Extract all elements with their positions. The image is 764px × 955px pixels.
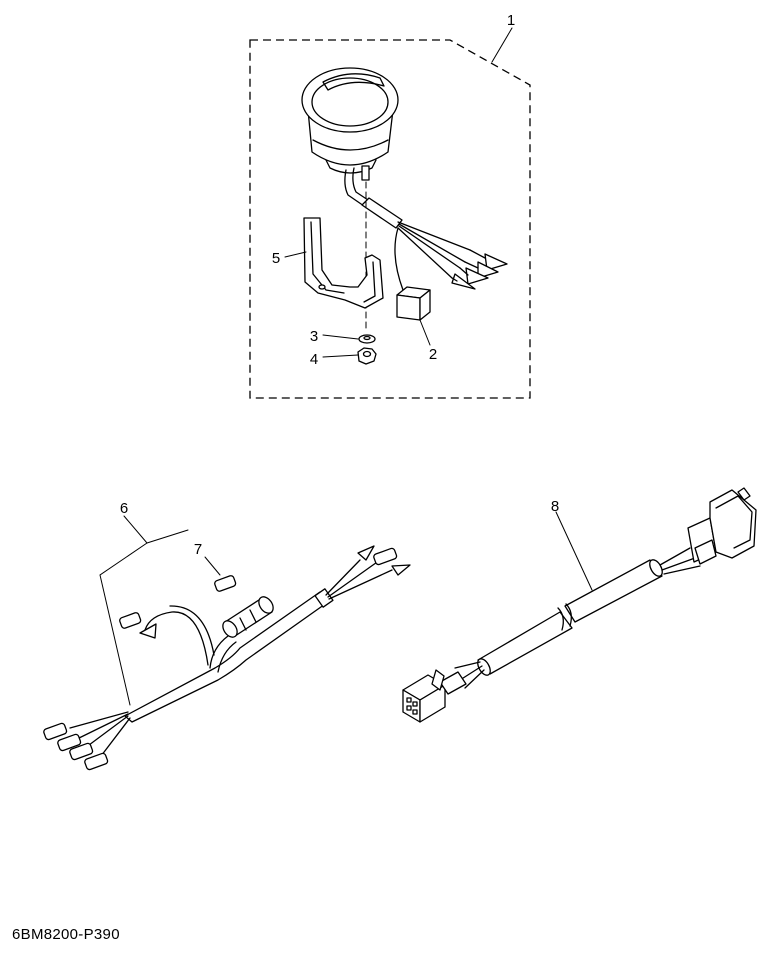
meter-assembly-group	[249, 27, 531, 399]
washer-part-3	[358, 334, 376, 344]
extension-harness-part-8	[402, 487, 757, 723]
meter-lead-wires	[394, 221, 508, 291]
callout-7: 7	[194, 541, 202, 558]
callout-6: 6	[120, 500, 128, 517]
mounting-bracket-part-5	[303, 217, 384, 309]
callout-5: 5	[272, 250, 280, 267]
group-dashed-boundary	[249, 39, 531, 399]
wire-harness-part-6	[43, 515, 411, 771]
nut-part-4	[357, 347, 377, 365]
connector-block-part-2	[396, 286, 431, 321]
drawing-code: 6BM8200-P390	[12, 926, 120, 943]
callout-3: 3	[310, 328, 318, 345]
terminal-part-7	[204, 556, 237, 592]
callout-4: 4	[310, 351, 318, 368]
callout-8: 8	[551, 498, 559, 515]
callout-2: 2	[429, 346, 437, 363]
callout-1: 1	[507, 12, 515, 29]
fuse-holder	[222, 596, 274, 638]
gauge-meter	[301, 67, 403, 331]
